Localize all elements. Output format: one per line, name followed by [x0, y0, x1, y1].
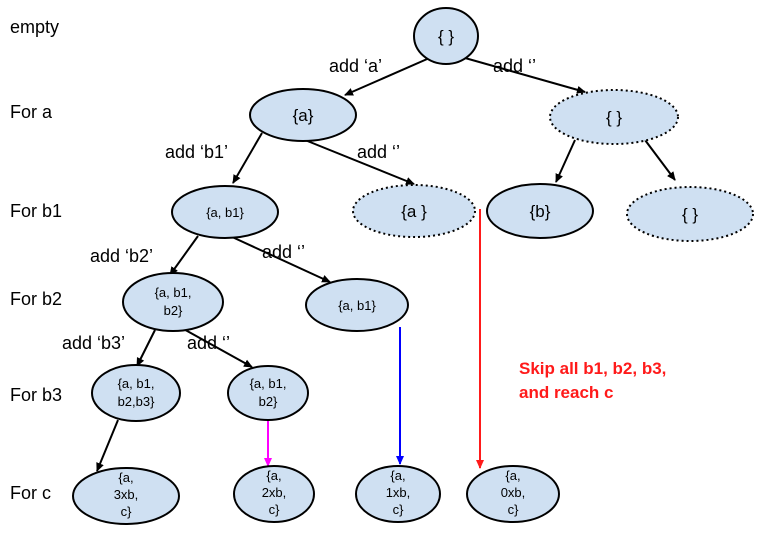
- node-c1: {a, 1xb, c}: [355, 465, 441, 523]
- node-c2-label-line2: 2xb,: [262, 485, 287, 500]
- row-labels: empty For a For b1 For b2 For b3 For c: [10, 17, 62, 503]
- node-b: {b}: [486, 183, 594, 239]
- edge-label-add-b1: add ‘b1’: [165, 142, 228, 162]
- edge-labels: add ‘a’ add ‘’ add ‘b1’ add ‘’ add ‘b2’ …: [62, 56, 536, 353]
- row-label-for-c: For c: [10, 483, 51, 503]
- node-c2-label-line1: {a,: [266, 468, 281, 483]
- node-ab1b2b3-label-line2: b2,b3}: [118, 394, 156, 409]
- node-ab1b2-3: {a, b1, b2}: [227, 365, 309, 421]
- skip-note-line1: Skip all b1, b2, b3,: [519, 359, 666, 378]
- row-label-for-b2: For b2: [10, 289, 62, 309]
- node-ab1b2-label-line2: b2}: [164, 303, 183, 318]
- node-ab1-2: {a, b1}: [305, 278, 409, 332]
- node-ab1: {a, b1}: [171, 185, 279, 239]
- node-c1-label-line1: {a,: [390, 468, 405, 483]
- edge-ab1-to-ab1b2: [169, 235, 199, 276]
- edge-root-to-skip-a: [457, 55, 586, 94]
- edge-ab1-to-ab1-2: [229, 235, 331, 283]
- node-c0: {a, 0xb, c}: [466, 465, 560, 523]
- node-c0-label-line2: 0xb,: [501, 485, 526, 500]
- edge-a-to-a-only: [299, 137, 415, 185]
- row-label-for-b1: For b1: [10, 201, 62, 221]
- edge-ab1b2-to-ab1b2-3: [179, 326, 253, 368]
- node-a: {a}: [249, 88, 357, 142]
- edge-label-add-empty-b2: add ‘’: [187, 333, 230, 353]
- node-a-only: {a }: [352, 184, 476, 238]
- node-empty2-label: { }: [682, 205, 698, 224]
- edge-ab1b2b3-to-c3: [96, 419, 119, 472]
- edge-ab1b2-to-ab1b2b3: [136, 329, 156, 367]
- node-c1-label-line2: 1xb,: [386, 485, 411, 500]
- node-root-label: { }: [438, 27, 454, 46]
- node-ab1b2-label-line1: {a, b1,: [155, 285, 192, 300]
- edge-label-add-empty-root: add ‘’: [493, 56, 536, 76]
- node-a-only-label: {a }: [401, 202, 427, 221]
- node-b-label: {b}: [530, 202, 551, 221]
- node-empty2: { }: [626, 186, 754, 242]
- node-c2-label-line3: c}: [269, 502, 281, 517]
- node-ab1b2b3: {a, b1, b2,b3}: [91, 364, 181, 422]
- node-c3-label-line2: 3xb,: [114, 487, 139, 502]
- edge-skip-a-to-empty2: [644, 139, 676, 181]
- edge-a-to-ab1: [232, 132, 263, 184]
- node-ab1b2-3-label-line1: {a, b1,: [250, 376, 287, 391]
- edge-label-add-b2: add ‘b2’: [90, 246, 153, 266]
- node-ab1b2b3-label-line1: {a, b1,: [118, 376, 155, 391]
- skip-note-line2: and reach c: [519, 383, 614, 402]
- node-ab1-2-label: {a, b1}: [338, 298, 376, 313]
- edge-label-add-empty-b1: add ‘’: [262, 242, 305, 262]
- node-c1-label-line3: c}: [393, 502, 405, 517]
- node-ab1b2-3-label-line2: b2}: [259, 394, 278, 409]
- node-c3-label-line3: c}: [121, 504, 133, 519]
- node-c0-label-line3: c}: [508, 502, 520, 517]
- node-ab1b2: {a, b1, b2}: [122, 272, 224, 332]
- edge-label-add-b3: add ‘b3’: [62, 333, 125, 353]
- row-label-for-a: For a: [10, 102, 53, 122]
- node-c0-label-line1: {a,: [505, 468, 520, 483]
- node-a-label: {a}: [293, 106, 314, 125]
- edge-root-to-a: [344, 55, 435, 96]
- node-skip-a-label: { }: [606, 108, 622, 127]
- row-label-for-b3: For b3: [10, 385, 62, 405]
- edge-label-add-a: add ‘a’: [329, 56, 382, 76]
- node-skip-a: { }: [549, 89, 679, 145]
- node-c3-label-line1: {a,: [118, 470, 133, 485]
- node-c2: {a, 2xb, c}: [233, 465, 315, 523]
- skip-note: Skip all b1, b2, b3, and reach c: [519, 359, 666, 402]
- node-c3: {a, 3xb, c}: [72, 467, 180, 525]
- node-ab1-label: {a, b1}: [206, 205, 244, 220]
- edges: [96, 55, 676, 472]
- node-root: { }: [413, 7, 479, 65]
- edge-label-add-empty-a: add ‘’: [357, 142, 400, 162]
- row-label-empty: empty: [10, 17, 59, 37]
- edge-skip-a-to-b: [555, 139, 576, 183]
